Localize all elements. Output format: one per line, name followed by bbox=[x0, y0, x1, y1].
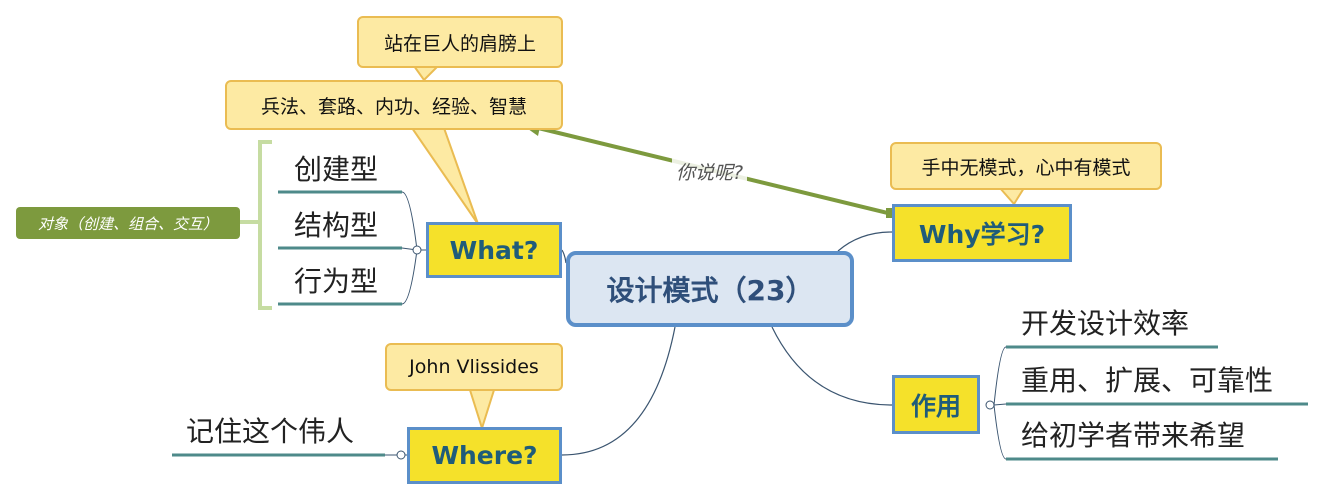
link-central-where bbox=[561, 326, 676, 456]
summary-bracket bbox=[258, 140, 272, 310]
use-child-efficiency[interactable]: 开发设计效率 bbox=[1021, 307, 1190, 340]
callout-where[interactable]: John Vlissides bbox=[385, 343, 563, 391]
what-collapse-handle[interactable] bbox=[412, 245, 422, 255]
where-collapse-handle[interactable] bbox=[396, 450, 406, 460]
topic-what[interactable]: What? bbox=[426, 222, 562, 278]
callout-shoulders[interactable]: 站在巨人的肩膀上 bbox=[357, 16, 563, 68]
topic-use[interactable]: 作用 bbox=[892, 375, 980, 434]
topic-why[interactable]: Why学习? bbox=[892, 204, 1072, 262]
relationship-end-handle bbox=[886, 208, 896, 218]
what-child-behavioral[interactable]: 行为型 bbox=[294, 265, 379, 298]
use-child-hope[interactable]: 给初学者带来希望 bbox=[1021, 419, 1246, 452]
use-child-reuse[interactable]: 重用、扩展、可靠性 bbox=[1021, 364, 1274, 397]
callout-pointer-where bbox=[468, 389, 496, 432]
relationship-label[interactable]: 你说呢? bbox=[672, 158, 748, 185]
use-collapse-handle[interactable] bbox=[985, 400, 995, 410]
where-child-remember[interactable]: 记住这个伟人 bbox=[186, 415, 355, 448]
what-child-creational[interactable]: 创建型 bbox=[294, 153, 379, 186]
link-central-use bbox=[771, 326, 893, 406]
link-central-what bbox=[561, 249, 567, 264]
what-child-structural[interactable]: 结构型 bbox=[294, 209, 379, 242]
callout-pointer-shoulders bbox=[412, 65, 441, 82]
topic-where[interactable]: Where? bbox=[407, 427, 562, 484]
link-central-why bbox=[837, 231, 893, 252]
callout-pointer-why bbox=[997, 187, 1026, 206]
link-what-child-3 bbox=[401, 249, 418, 305]
central-topic[interactable]: 设计模式（23） bbox=[566, 251, 854, 327]
callout-pointer-what bbox=[410, 127, 479, 225]
callout-what[interactable]: 兵法、套路、内功、经验、智慧 bbox=[225, 80, 563, 130]
link-use-child-2 bbox=[993, 403, 1007, 406]
callout-why[interactable]: 手中无模式，心中有模式 bbox=[890, 142, 1162, 190]
what-summary[interactable]: 对象（创建、组合、交互） bbox=[16, 207, 240, 239]
link-use-child-1 bbox=[993, 346, 1007, 406]
link-use-child-3 bbox=[993, 404, 1007, 460]
link-what-child-1 bbox=[401, 191, 418, 251]
